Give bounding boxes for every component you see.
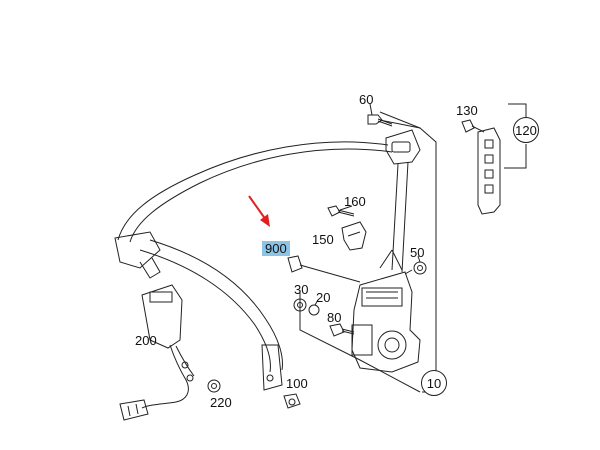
bolt-130 <box>462 120 474 132</box>
belt-webbing-lower <box>140 250 270 372</box>
washer-30 <box>294 299 306 311</box>
nut-50 <box>414 262 426 274</box>
buckle-200 <box>142 285 182 348</box>
d-ring-guide <box>386 130 420 164</box>
bolt-160 <box>328 206 340 216</box>
bracket-150 <box>342 222 366 250</box>
belt-webbing-upper-2 <box>130 149 392 242</box>
label-100: 100 <box>286 376 308 391</box>
bolt-80 <box>330 324 344 336</box>
label-130: 130 <box>456 103 478 118</box>
anchor-plate <box>262 345 282 390</box>
belt-webbing-lower-2 <box>150 240 282 370</box>
label-80: 80 <box>327 310 342 325</box>
label-220: 220 <box>210 395 232 410</box>
cap-20 <box>309 305 319 315</box>
connector <box>120 400 148 420</box>
label-50: 50 <box>410 245 425 260</box>
height-adjuster-rail-120 <box>478 128 500 214</box>
belt-webbing-upper <box>118 142 388 240</box>
belt-tongue <box>115 232 160 268</box>
label-900: 900 <box>262 241 290 256</box>
label-200: 200 <box>135 333 157 348</box>
label-60: 60 <box>359 92 374 107</box>
bolt-100 <box>284 394 300 408</box>
clip-900 <box>288 256 302 272</box>
bolt-60 <box>368 115 382 124</box>
label-160: 160 <box>344 194 366 209</box>
label-150: 150 <box>312 232 334 247</box>
label-30: 30 <box>294 282 309 297</box>
pointer-arrow <box>249 196 270 227</box>
label-120: 120 <box>513 117 539 143</box>
label-20: 20 <box>316 290 331 305</box>
label-10: 10 <box>421 370 447 396</box>
frame-outline-left <box>300 290 420 392</box>
retractor <box>352 272 420 372</box>
buckle-wire <box>142 345 188 408</box>
nut-220 <box>208 380 220 392</box>
